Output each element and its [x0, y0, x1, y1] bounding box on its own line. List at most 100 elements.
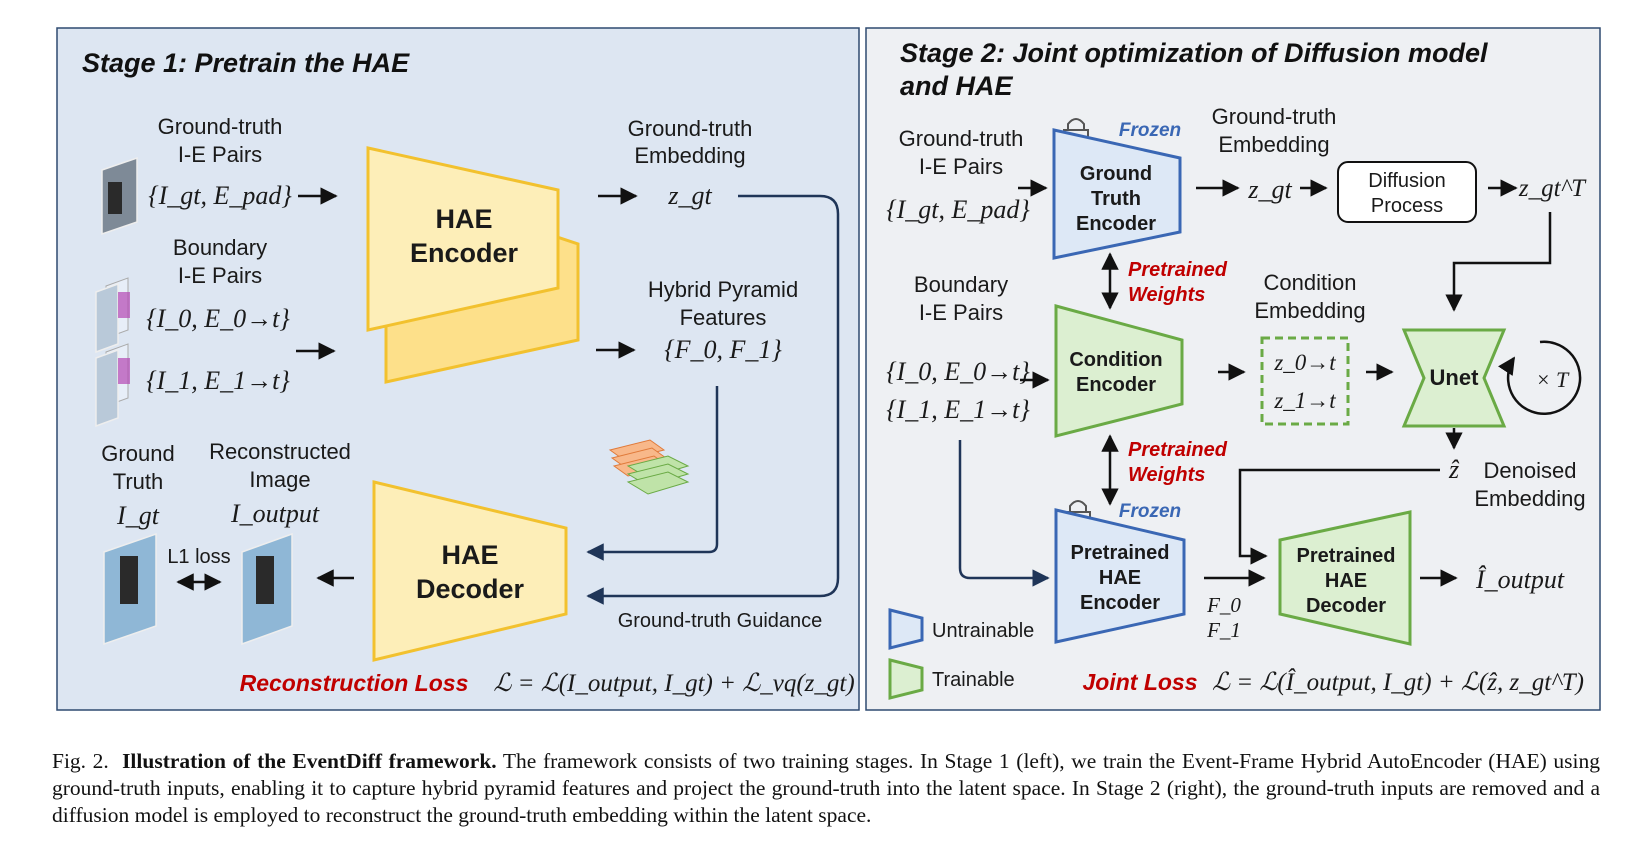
s2-zgtT-to-unet-line: [1445, 212, 1552, 312]
s1-gt-pairs-label-1: Ground-truth: [158, 114, 283, 139]
s1-recon-symbol: I_output: [230, 499, 320, 528]
s1-hybrid-label-1: Hybrid Pyramid: [648, 277, 798, 302]
s2-gt-pairs-label-2: I-E Pairs: [919, 154, 1003, 179]
s1-l1-loss: L1 loss: [167, 546, 230, 568]
s2-loss-label: Joint Loss: [1082, 669, 1197, 695]
s1-reconstructed-thumbnail: [241, 532, 293, 646]
s2-gt-emb-symbol: z_gt: [1247, 175, 1292, 204]
s2-gt-emb-label-2: Embedding: [1218, 132, 1329, 157]
s2-pre-encoder-label-2: HAE: [1099, 567, 1141, 589]
s2-gt-encoder-label-1: Ground: [1080, 163, 1152, 185]
s2-pre-decoder-label-1: Pretrained: [1297, 545, 1396, 567]
s2-pre-encoder: [1054, 508, 1186, 644]
s1-guidance-line: [586, 194, 840, 605]
s2-frozen-bottom: Frozen: [1119, 501, 1181, 522]
s2-times-t: × T: [1536, 367, 1570, 392]
s2-loop-icon: [1498, 340, 1582, 415]
s2-pre-encoder-label-1: Pretrained: [1071, 542, 1170, 564]
stage2-title-line-1: Stage 2: Joint optimization of Diffusion…: [900, 38, 1488, 68]
s2-frozen-top: Frozen: [1119, 120, 1181, 141]
s2-diffusion-box: [1337, 161, 1477, 223]
s2-pre-decoder-label-2: HAE: [1325, 570, 1367, 592]
s2-diffusion-label-1: Diffusion: [1368, 170, 1445, 192]
legend-untrainable-swatch: [888, 608, 924, 650]
s1-boundary-formula-1: {I_0, E_0→t}: [146, 304, 290, 333]
s2-z0t: z_0→t: [1273, 350, 1336, 375]
s1-hybrid-label-2: Features: [680, 305, 767, 330]
legend-trainable-swatch: [888, 658, 924, 700]
s2-f0: F_0: [1206, 593, 1241, 617]
s2-pretrained-weights-bottom-1: Pretrained: [1128, 439, 1228, 461]
s2-pre-decoder: [1278, 510, 1412, 646]
s1-encoder-label-2: Encoder: [410, 238, 519, 268]
s2-boundary-to-pre-encoder-line: [958, 440, 1050, 587]
s2-gt-pairs-formula: {I_gt, E_pad}: [886, 195, 1030, 224]
caption-prefix: Fig. 2.: [52, 749, 109, 773]
s2-zgtT-symbol: z_gt^T: [1518, 175, 1587, 202]
s1-encoder-front: [366, 146, 560, 332]
s1-gt-pairs-formula: {I_gt, E_pad}: [148, 181, 292, 210]
s1-loss-formula: ℒ = ℒ(I_output, I_gt) + ℒ_vq(z_gt): [493, 670, 854, 697]
s2-boundary-formula-2: {I_1, E_1→t}: [886, 395, 1030, 424]
s1-gt-emb-symbol: z_gt: [667, 181, 712, 210]
caption-bold: Illustration of the EventDiff framework.: [122, 749, 497, 773]
s1-hybrid-symbol: {F_0, F_1}: [664, 335, 782, 364]
s2-unet: [1401, 328, 1507, 428]
s1-decoder-label-1: HAE: [441, 540, 498, 570]
s1-encoder-label-1: HAE: [435, 204, 492, 234]
s1-gt-emb-label-1: Ground-truth: [628, 116, 753, 141]
s2-pre-encoder-label-3: Encoder: [1080, 592, 1160, 614]
s1-gt-emb-label-2: Embedding: [634, 143, 745, 168]
s2-output-symbol: Î_output: [1475, 565, 1565, 594]
s2-gt-emb-label-1: Ground-truth: [1212, 104, 1337, 129]
s1-ground-label-1: Ground: [101, 441, 174, 466]
s2-boundary-label-1: Boundary: [914, 272, 1008, 297]
legend-untrainable-label: Untrainable: [932, 620, 1034, 642]
s1-features-to-decoder-line: [586, 386, 719, 561]
s1-gt-thumbnail: [101, 156, 138, 236]
s2-pretrained-weights-top-1: Pretrained: [1128, 259, 1228, 281]
s2-denoised-label-2: Embedding: [1474, 486, 1585, 511]
stage1-title: Stage 1: Pretrain the HAE: [82, 48, 410, 78]
s1-ground-truth-thumbnail: [103, 532, 157, 646]
s2-pretrained-weights-bottom-2: Weights: [1128, 464, 1205, 486]
s2-cond-emb-label-1: Condition: [1264, 270, 1357, 295]
s1-decoder-label-2: Decoder: [416, 574, 525, 604]
s2-cond-emb-label-2: Embedding: [1254, 298, 1365, 323]
s2-gt-encoder: [1052, 128, 1182, 260]
s2-zhat-to-decoder-line: [1238, 468, 1440, 565]
s2-pretrained-weights-top-2: Weights: [1128, 284, 1205, 306]
s1-boundary-label-1: Boundary: [173, 235, 267, 260]
s2-z1t: z_1→t: [1273, 388, 1336, 413]
s2-cond-encoder-label-1: Condition: [1069, 349, 1162, 371]
s2-unet-label: Unet: [1430, 365, 1480, 390]
s2-pre-decoder-label-3: Decoder: [1306, 595, 1386, 617]
s2-denoised-label-1: Denoised: [1484, 458, 1577, 483]
figure-caption: Fig. 2. Illustration of the EventDiff fr…: [52, 748, 1600, 829]
s1-guidance-label: Ground-truth Guidance: [618, 610, 823, 632]
s1-loss-label: Reconstruction Loss: [240, 670, 469, 696]
s2-boundary-formula-1: {I_0, E_0→t}: [886, 357, 1030, 386]
s2-zhat: ẑ: [1448, 455, 1460, 484]
s2-gt-encoder-label-2: Truth: [1091, 188, 1141, 210]
s1-ground-label-2: Truth: [113, 469, 164, 494]
s2-cond-emb-box: [1260, 336, 1350, 426]
s1-gt-pairs-label-2: I-E Pairs: [178, 142, 262, 167]
s1-recon-label-2: Image: [249, 467, 310, 492]
s2-cond-encoder-label-2: Encoder: [1076, 374, 1156, 396]
s1-boundary-formula-2: {I_1, E_1→t}: [146, 366, 290, 395]
s2-boundary-label-2: I-E Pairs: [919, 300, 1003, 325]
s1-boundary-thumbnails: [95, 277, 130, 428]
s1-decoder: [372, 480, 568, 662]
s1-boundary-label-2: I-E Pairs: [178, 263, 262, 288]
s2-gt-encoder-label-3: Encoder: [1076, 213, 1156, 235]
stage2-title-line-2: and HAE: [900, 71, 1014, 101]
pyramid-stack-icon: [608, 439, 690, 495]
legend-trainable-label: Trainable: [932, 669, 1015, 691]
s2-loss-formula: ℒ = ℒ(Î_output, I_gt) + ℒ(ẑ, z_gt^T): [1212, 668, 1584, 696]
s2-gt-pairs-label-1: Ground-truth: [899, 126, 1024, 151]
s2-diffusion-label-2: Process: [1371, 195, 1443, 217]
s1-ground-symbol: I_gt: [116, 501, 160, 530]
s2-cond-encoder: [1054, 304, 1184, 438]
